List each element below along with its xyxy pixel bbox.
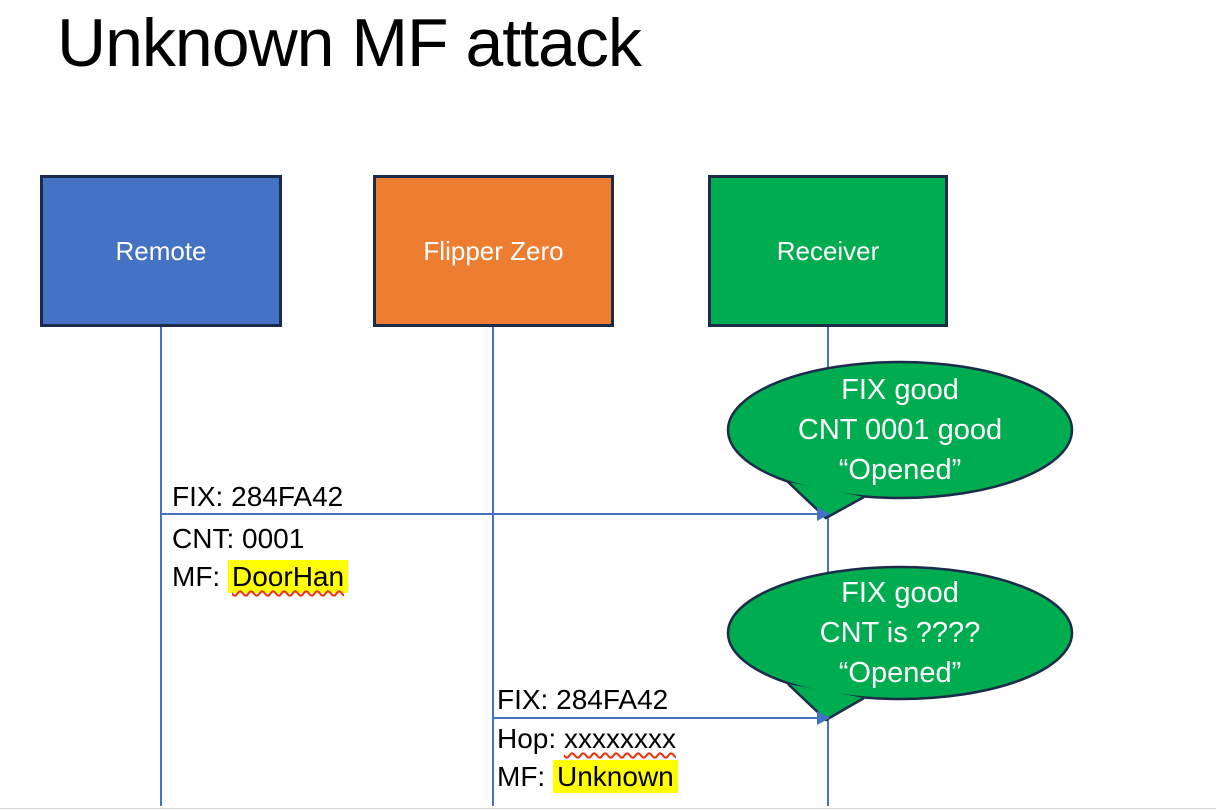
speech-bubble-first: [726, 360, 1074, 520]
speech-bubble-first-body: [726, 360, 1074, 500]
speech-bubble-first-text: FIX good CNT 0001 good “Opened”: [728, 370, 1072, 490]
actor-box-receiver: Receiver: [708, 175, 948, 327]
msg2-hop-prefix: Hop:: [497, 723, 564, 754]
msg2-mf-label: MF: Unknown: [497, 760, 678, 793]
msg2-mf-value-highlighted: Unknown: [553, 760, 678, 793]
message-arrow-remote-to-receiver: [162, 507, 830, 521]
bubble2-line2: CNT is ????: [819, 617, 981, 649]
actor-label-remote: Remote: [115, 235, 207, 266]
msg2-hop-value-squiggle: xxxxxxxx: [563, 723, 676, 754]
msg1-cnt-label: CNT: 0001: [172, 523, 305, 554]
bubble1-line1: FIX good: [841, 374, 959, 406]
speech-bubble-second: [726, 565, 1074, 722]
msg1-fix-label: FIX: 284FA42: [172, 481, 344, 512]
slide-bottom-edge: [0, 808, 1216, 809]
bubble2-line3: “Opened”: [838, 657, 962, 689]
message-arrow-flipper-to-receiver: [494, 711, 830, 725]
msg2-hop-label: Hop: xxxxxxxx: [497, 723, 676, 755]
msg1-mf-value-highlighted: DoorHan: [228, 560, 349, 593]
msg2-fix-label: FIX: 284FA42: [497, 684, 669, 715]
speech-bubble-first-tail: [787, 481, 865, 520]
msg2-mf-prefix: MF:: [497, 761, 553, 792]
actor-label-receiver: Receiver: [776, 235, 880, 266]
speech-bubble-second-text: FIX good CNT is ???? “Opened”: [728, 573, 1072, 693]
actor-label-flipper-zero: Flipper Zero: [423, 235, 564, 266]
msg1-mf-prefix: MF:: [172, 561, 228, 592]
speech-bubble-second-body: [726, 565, 1074, 701]
message-arrow-flipper-head: [817, 711, 830, 725]
message-arrow-remote-head: [817, 507, 830, 521]
slide-title: Unknown MF attack: [57, 5, 642, 81]
bubble1-line2: CNT 0001 good: [797, 414, 1003, 446]
msg1-mf-label: MF: DoorHan: [172, 560, 349, 593]
bubble1-line3: “Opened”: [838, 454, 962, 486]
bubble2-line1: FIX good: [841, 577, 959, 609]
actor-box-flipper-zero: Flipper Zero: [373, 175, 614, 327]
actor-box-remote: Remote: [40, 175, 282, 327]
